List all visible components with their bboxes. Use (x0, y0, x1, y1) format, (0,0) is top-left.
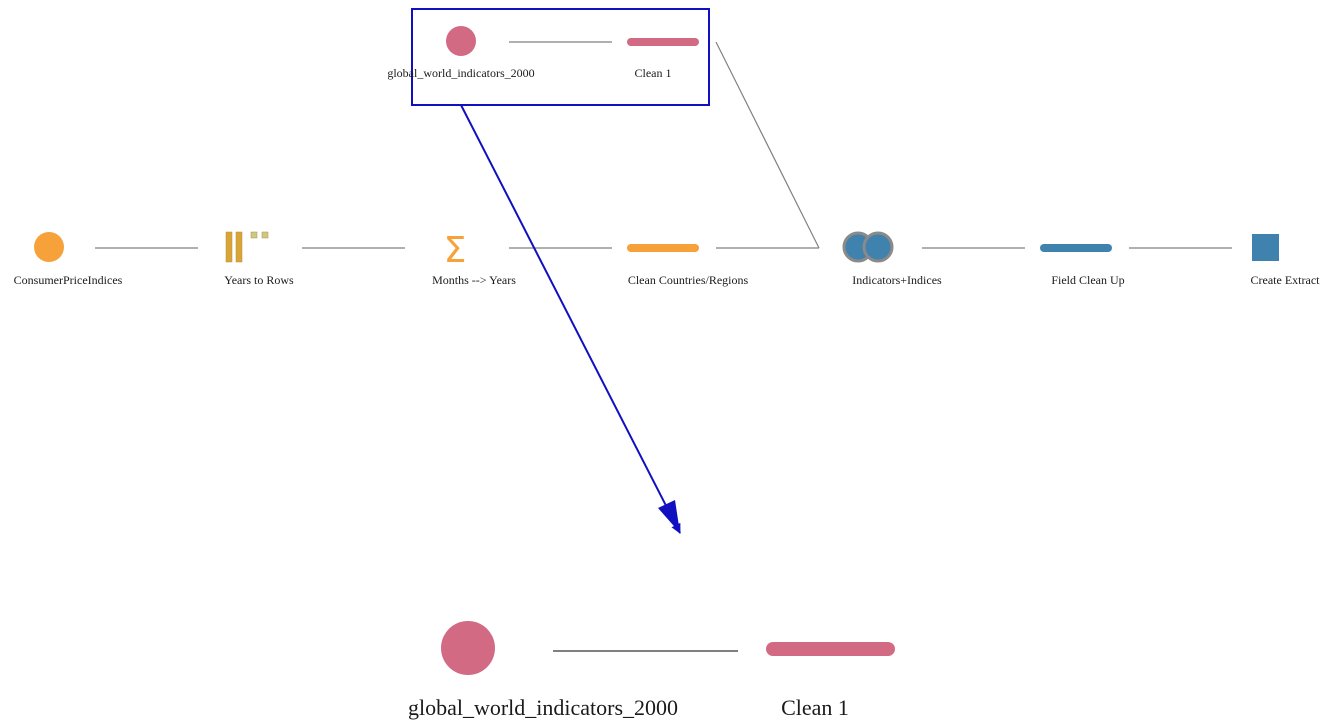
months-to-years-label: Months --> Years (432, 273, 516, 287)
clean-countries-label: Clean Countries/Regions (628, 273, 749, 287)
zoom-arrow-head-icon (658, 500, 680, 533)
create-extract-label: Create Extract (1251, 273, 1321, 287)
indicators-indices-join-icon[interactable] (842, 231, 894, 263)
consumer-price-indices-label: ConsumerPriceIndices (14, 273, 123, 287)
indicators-indices-label: Indicators+Indices (852, 273, 942, 287)
highlight-box (411, 8, 710, 106)
months-to-years-sigma-icon[interactable]: Σ (444, 230, 467, 271)
zoom-arrow (460, 104, 681, 534)
field-clean-up-bar-icon[interactable] (1040, 244, 1112, 252)
field-clean-up-label: Field Clean Up (1051, 273, 1124, 287)
years-to-rows-label: Years to Rows (224, 273, 294, 287)
consumer-price-indices-input-icon[interactable] (34, 232, 64, 262)
zoom-clean-bar-icon (766, 642, 895, 656)
connector-clean1-join (715, 41, 820, 249)
clean-1-label: Clean 1 (635, 66, 672, 80)
global-world-indicators-input-icon[interactable] (446, 26, 476, 56)
clean-1-bar-icon[interactable] (627, 38, 699, 46)
zoom-input-label: global_world_indicators_2000 (408, 695, 678, 720)
clean-countries-bar-icon[interactable] (627, 244, 699, 252)
zoom-clean-label: Clean 1 (781, 695, 849, 720)
create-extract-output-icon[interactable] (1252, 234, 1279, 261)
years-to-rows-pivot-icon[interactable] (225, 231, 269, 263)
global-world-indicators-label: global_world_indicators_2000 (387, 66, 534, 80)
zoom-input-icon (441, 621, 495, 675)
